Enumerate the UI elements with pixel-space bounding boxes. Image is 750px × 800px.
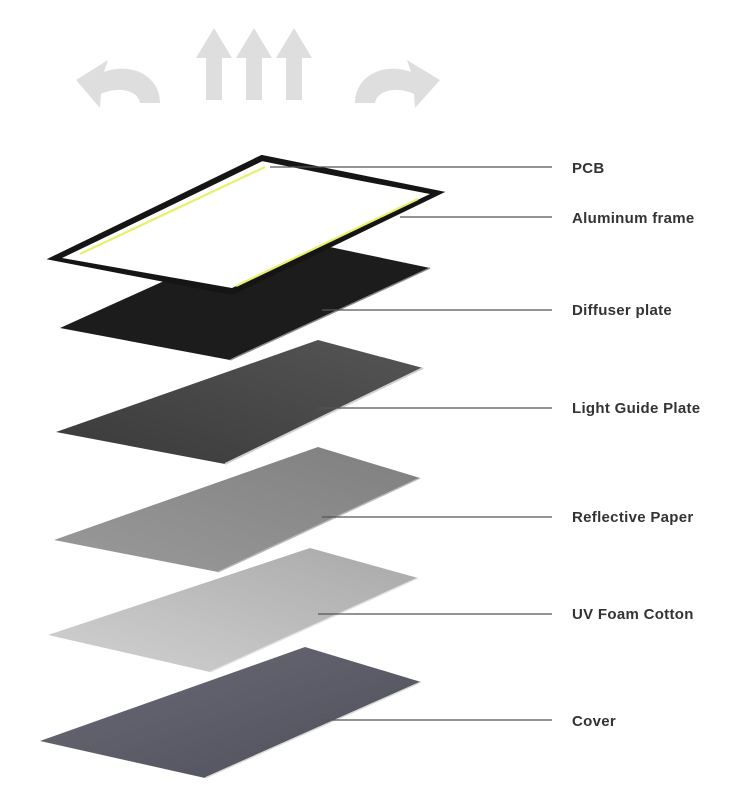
label-cover: Cover xyxy=(572,713,616,730)
label-aluminum-frame: Aluminum frame xyxy=(572,210,695,227)
up-arrow-icon xyxy=(276,28,312,100)
label-pcb: PCB xyxy=(572,160,605,177)
led-strip xyxy=(235,198,419,287)
layer-pcb xyxy=(62,162,437,293)
layer-reflective-paper xyxy=(54,447,421,573)
layer-labels: PCB Aluminum frame Diffuser plate Light … xyxy=(572,160,700,730)
label-diffuser-plate: Diffuser plate xyxy=(572,302,672,319)
layer-diffuser-plate xyxy=(60,234,431,361)
led-strip xyxy=(79,166,266,255)
up-arrow-icon xyxy=(196,28,232,100)
curved-arrow-left-icon xyxy=(76,60,160,108)
label-light-guide-plate: Light Guide Plate xyxy=(572,400,700,417)
layer-light-guide-plate xyxy=(56,340,424,465)
label-reflective-paper: Reflective Paper xyxy=(572,509,694,526)
leader-lines xyxy=(270,166,552,721)
layer-cover xyxy=(40,647,422,779)
curved-arrow-right-icon xyxy=(355,60,440,108)
airflow-arrows xyxy=(76,28,440,108)
layer-uv-foam-cotton xyxy=(48,548,419,673)
label-uv-foam-cotton: UV Foam Cotton xyxy=(572,606,694,623)
up-arrow-icon xyxy=(236,28,272,100)
